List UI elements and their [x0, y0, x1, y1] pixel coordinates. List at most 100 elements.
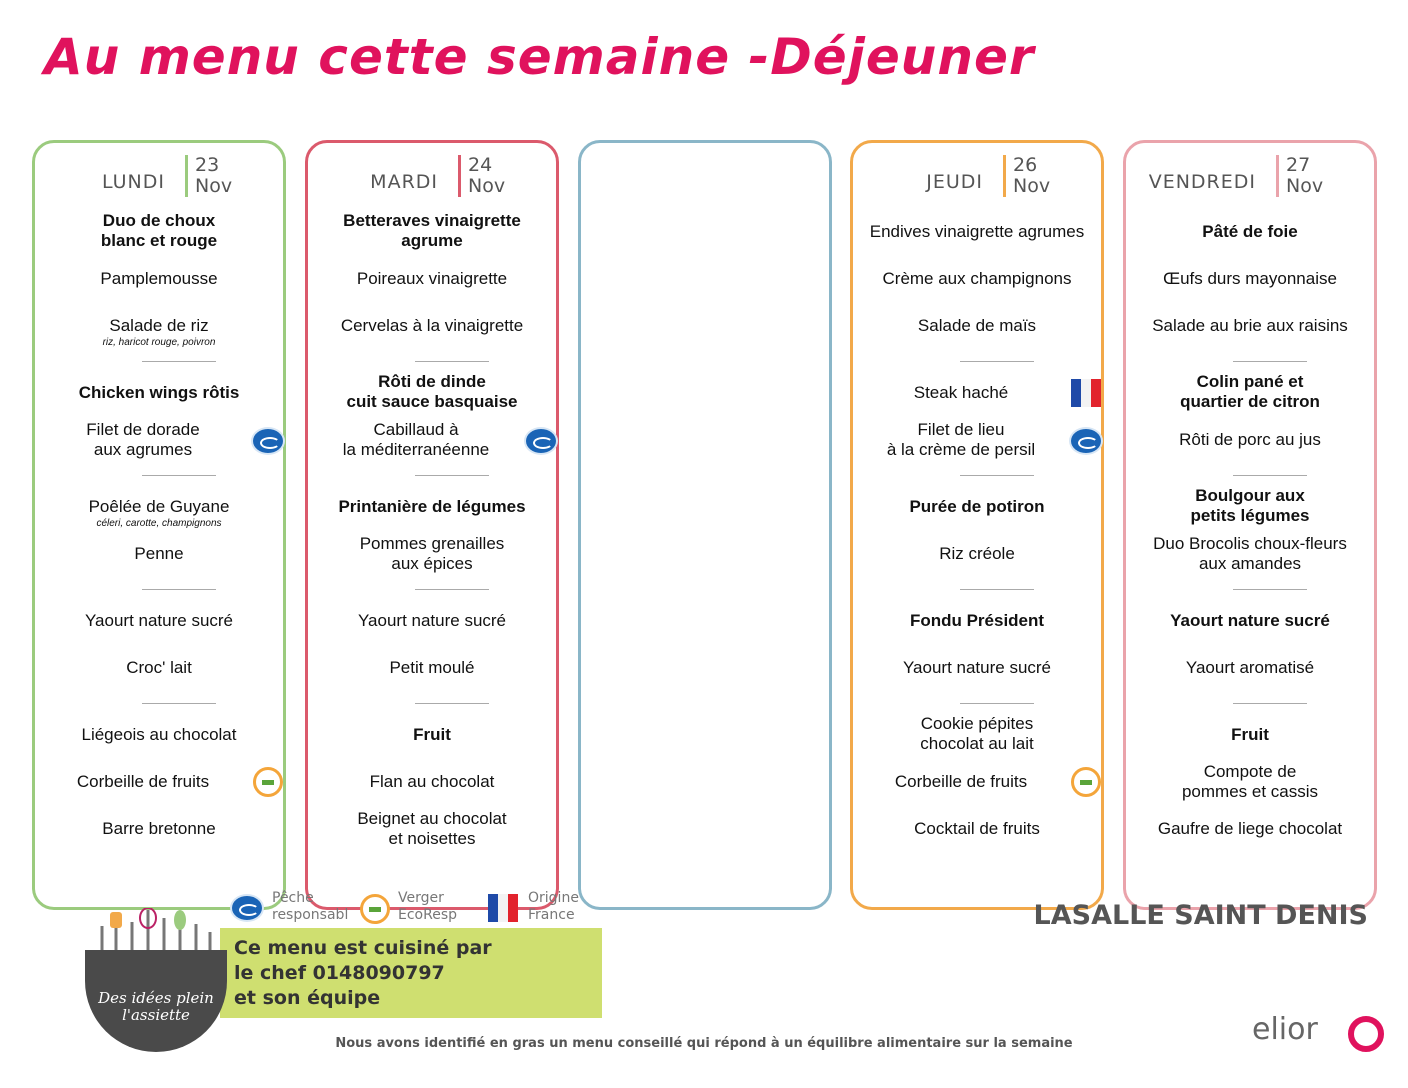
menu-item: Petit moulé [389, 658, 475, 677]
menu-item: Riz créole [939, 544, 1015, 563]
divider [415, 475, 489, 476]
divider [1233, 703, 1307, 704]
menu-item: Corbeille de fruits [76, 772, 210, 791]
divider [1233, 361, 1307, 362]
menu-item: Yaourt aromatisé [1185, 658, 1315, 677]
menu-item: Chicken wings rôtis [78, 383, 240, 402]
menu-item: Steak haché [913, 383, 1009, 402]
msc-fish-icon [524, 427, 558, 455]
msc-fish-icon [230, 894, 264, 922]
school-name: LASALLE SAINT DENIS [1033, 900, 1368, 931]
menu-item: Poireaux vinaigrette [356, 269, 508, 288]
menu-item: Endives vinaigrette agrumes [869, 222, 1085, 241]
day-name: MARDI [370, 171, 438, 193]
header-separator [185, 155, 188, 197]
page-title: Au menu cette semaine -Déjeuner [44, 28, 1035, 86]
day-name: JEUDI [926, 171, 983, 193]
divider [1233, 475, 1307, 476]
divider [960, 361, 1034, 362]
menu-item: Œufs durs mayonnaise [1163, 269, 1337, 288]
header-separator [458, 155, 461, 197]
menu-item: Barre bretonne [102, 819, 216, 838]
verger-ecoresp-icon [360, 894, 390, 924]
menu-item: Printanière de légumes [338, 497, 526, 516]
menu-item: Pâté de foie [1202, 222, 1298, 241]
divider [142, 703, 216, 704]
menu-item: Yaourt nature sucré [84, 611, 234, 630]
menu-item: Penne [134, 544, 184, 563]
day-name: LUNDI [102, 171, 165, 193]
divider [415, 703, 489, 704]
verger-ecoresp-icon [1071, 767, 1101, 797]
verger-ecoresp-icon [253, 767, 283, 797]
msc-fish-icon [251, 427, 285, 455]
menu-item: Cocktail de fruits [914, 819, 1040, 838]
menu-item: Salade de maïs [917, 316, 1037, 335]
menu-item: Yaourt nature sucré [902, 658, 1052, 677]
menu-item: Croc' lait [126, 658, 192, 677]
divider [142, 475, 216, 476]
menu-item: Fondu Président [909, 611, 1045, 630]
msc-fish-icon [1069, 427, 1103, 455]
menu-item: Liégeois au chocolat [81, 725, 237, 744]
divider [960, 589, 1034, 590]
menu-item: Corbeille de fruits [894, 772, 1028, 791]
chef-line: Ce menu est cuisiné par [234, 937, 492, 959]
header-separator [1276, 155, 1279, 197]
divider [142, 361, 216, 362]
day-name: VENDREDI [1148, 171, 1256, 193]
menu-item: Crème aux champignons [882, 269, 1072, 288]
chef-info-box: Ce menu est cuisiné par le chef 01480907… [220, 928, 602, 1018]
menu-item: Yaourt nature sucré [357, 611, 507, 630]
chef-line: et son équipe [234, 987, 381, 1009]
day-column-empty [578, 140, 832, 910]
header-separator [1003, 155, 1006, 197]
brand-logo: elior [1252, 1012, 1318, 1047]
divider [415, 361, 489, 362]
elior-swirl-icon [1348, 1016, 1384, 1052]
menu-item: Gaufre de liege chocolat [1157, 819, 1343, 838]
france-flag-icon [1071, 379, 1101, 407]
menu-item: Cervelas à la vinaigrette [340, 316, 524, 335]
menu-item: Salade au brie aux raisins [1152, 316, 1348, 335]
menu-item: Yaourt nature sucré [1170, 611, 1330, 630]
chef-line: le chef 0148090797 [234, 962, 445, 984]
france-flag-icon [488, 894, 518, 922]
divider [960, 475, 1034, 476]
divider [415, 589, 489, 590]
menu-item: Rôti de porc au jus [1179, 430, 1321, 449]
divider [1233, 589, 1307, 590]
menu-item: Pamplemousse [100, 269, 218, 288]
footer-note: Nous avons identifié en gras un menu con… [335, 1036, 1073, 1051]
divider [960, 703, 1034, 704]
